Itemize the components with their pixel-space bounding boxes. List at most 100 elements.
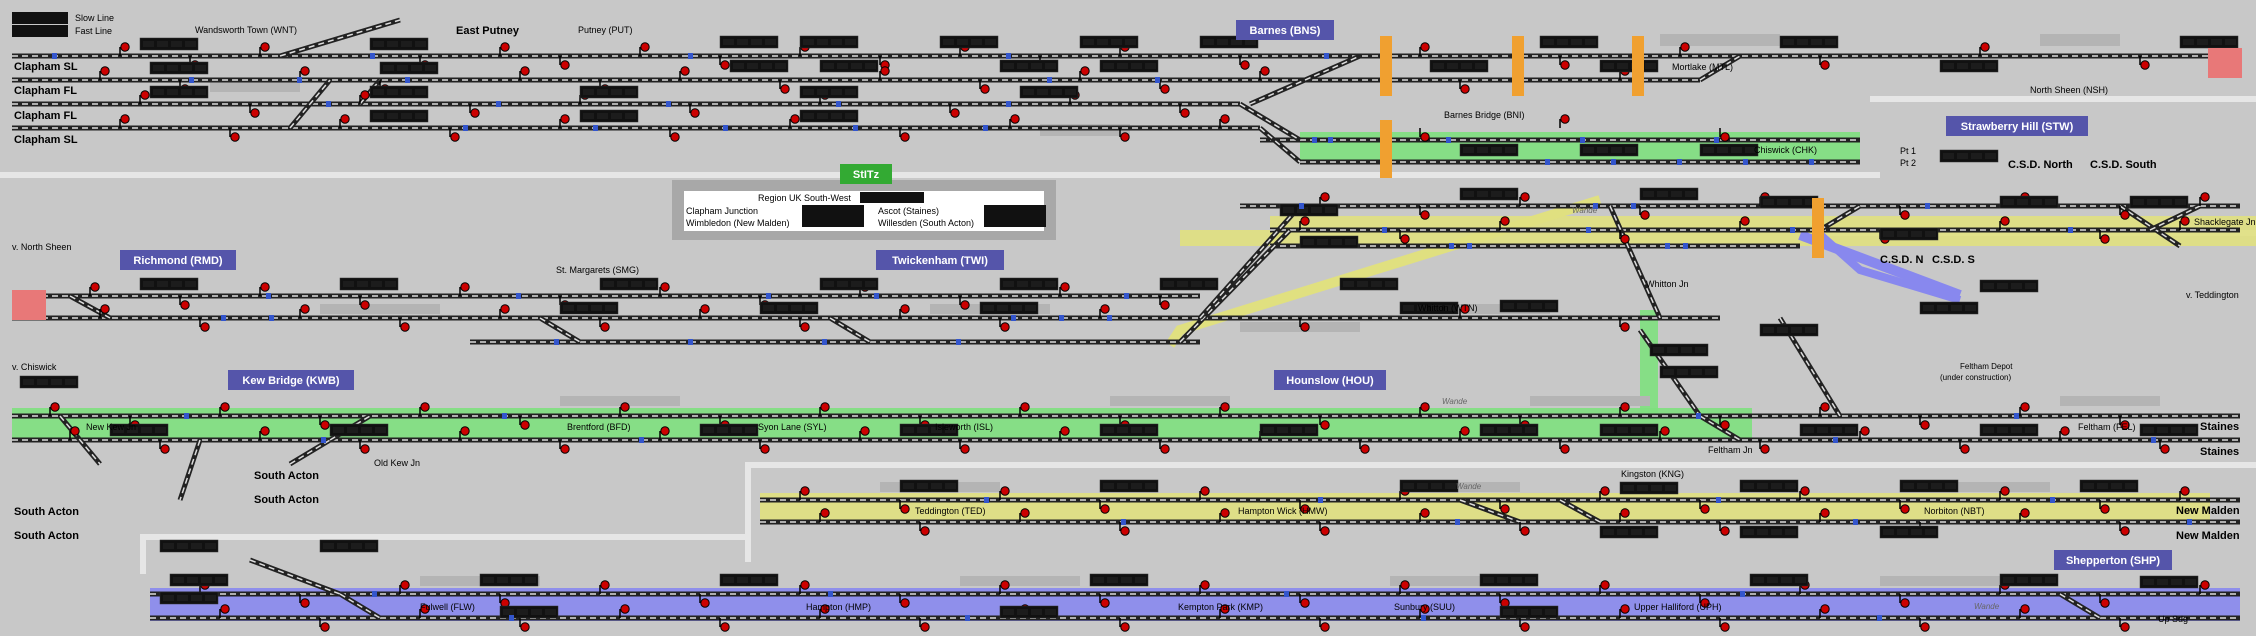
signal-aspect[interactable] [520,622,530,632]
signal-aspect[interactable] [1620,508,1630,518]
signal-aspect[interactable] [560,114,570,124]
train-berth[interactable] [1499,299,1559,313]
signal-aspect[interactable] [1320,420,1330,430]
signal-aspect[interactable] [460,426,470,436]
signal-aspect[interactable] [600,322,610,332]
signal-aspect[interactable] [980,84,990,94]
signal-aspect[interactable] [760,444,770,454]
signal-aspect[interactable] [1020,508,1030,518]
signal-aspect[interactable] [790,114,800,124]
signal-aspect[interactable] [1460,426,1470,436]
signal-aspect[interactable] [340,114,350,124]
signal-aspect[interactable] [120,42,130,52]
signal-aspect[interactable] [2120,420,2130,430]
train-berth[interactable] [1479,423,1539,437]
train-berth[interactable] [719,35,779,49]
signal-aspect[interactable] [460,282,470,292]
signal-aspect[interactable] [1300,504,1310,514]
train-berth[interactable] [1899,479,1959,493]
signal-aspect[interactable] [1680,42,1690,52]
signal-aspect[interactable] [400,580,410,590]
train-berth[interactable] [159,591,219,605]
train-berth[interactable] [899,423,959,437]
signal-aspect[interactable] [1460,304,1470,314]
train-berth[interactable] [1979,423,2039,437]
signal-aspect[interactable] [1000,580,1010,590]
train-berth[interactable] [939,35,999,49]
train-berth[interactable] [139,277,199,291]
signal-aspect[interactable] [2120,622,2130,632]
train-berth[interactable] [819,277,879,291]
signal-aspect[interactable] [1420,210,1430,220]
signal-aspect[interactable] [420,402,430,412]
signal-aspect[interactable] [700,304,710,314]
train-berth[interactable] [979,301,1039,315]
signal-aspect[interactable] [420,604,430,614]
signal-aspect[interactable] [320,420,330,430]
signal-aspect[interactable] [1220,508,1230,518]
signal-aspect[interactable] [1560,114,1570,124]
signal-aspect[interactable] [360,444,370,454]
signal-aspect[interactable] [1420,132,1430,142]
signal-aspect[interactable] [600,580,610,590]
signal-aspect[interactable] [160,444,170,454]
train-berth[interactable] [369,109,429,123]
signal-aspect[interactable] [1200,486,1210,496]
signal-aspect[interactable] [1720,132,1730,142]
signal-aspect[interactable] [690,108,700,118]
signal-aspect[interactable] [1640,210,1650,220]
station-header-hounslow[interactable]: Hounslow (HOU) [1274,370,1386,390]
train-berth[interactable] [1479,573,1539,587]
signal-aspect[interactable] [820,508,830,518]
signal-aspect[interactable] [1800,486,1810,496]
signal-aspect[interactable] [1820,402,1830,412]
signal-aspect[interactable] [1860,426,1870,436]
train-berth[interactable] [559,301,619,315]
signal-aspect[interactable] [620,402,630,412]
signal-aspect[interactable] [1060,282,1070,292]
train-berth[interactable] [19,375,79,389]
signal-aspect[interactable] [1520,622,1530,632]
signal-aspect[interactable] [2180,216,2190,226]
signal-aspect[interactable] [1620,402,1630,412]
signal-aspect[interactable] [2140,60,2150,70]
signal-aspect[interactable] [900,504,910,514]
signal-aspect[interactable] [2100,504,2110,514]
signal-aspect[interactable] [70,426,80,436]
signal-aspect[interactable] [50,402,60,412]
signal-aspect[interactable] [500,42,510,52]
signal-aspect[interactable] [1200,580,1210,590]
train-berth[interactable] [999,605,1059,619]
station-header-barnes[interactable]: Barnes (BNS) [1236,20,1334,40]
signal-aspect[interactable] [180,300,190,310]
signal-aspect[interactable] [1240,60,1250,70]
signal-aspect[interactable] [470,108,480,118]
signal-aspect[interactable] [660,426,670,436]
signal-aspect[interactable] [100,304,110,314]
signal-aspect[interactable] [90,282,100,292]
signal-aspect[interactable] [700,598,710,608]
signal-aspect[interactable] [820,604,830,614]
signal-aspect[interactable] [500,304,510,314]
signal-aspect[interactable] [1000,322,1010,332]
train-berth[interactable] [1019,85,1079,99]
train-berth[interactable] [139,37,199,51]
signal-aspect[interactable] [1100,304,1110,314]
signal-aspect[interactable] [1320,526,1330,536]
signal-aspect[interactable] [1520,526,1530,536]
train-berth[interactable] [1939,59,1999,73]
train-berth[interactable] [759,301,819,315]
signal-aspect[interactable] [1700,504,1710,514]
train-berth[interactable] [2079,479,2139,493]
signal-aspect[interactable] [2000,486,2010,496]
signal-aspect[interactable] [320,622,330,632]
signal-aspect[interactable] [250,108,260,118]
signal-aspect[interactable] [1960,444,1970,454]
signal-aspect[interactable] [1320,192,1330,202]
train-berth[interactable] [819,59,879,73]
station-header-twickenham[interactable]: Twickenham (TWI) [876,250,1004,270]
signal-aspect[interactable] [300,304,310,314]
signal-aspect[interactable] [1700,598,1710,608]
signal-aspect[interactable] [2160,444,2170,454]
signal-aspect[interactable] [1560,444,1570,454]
